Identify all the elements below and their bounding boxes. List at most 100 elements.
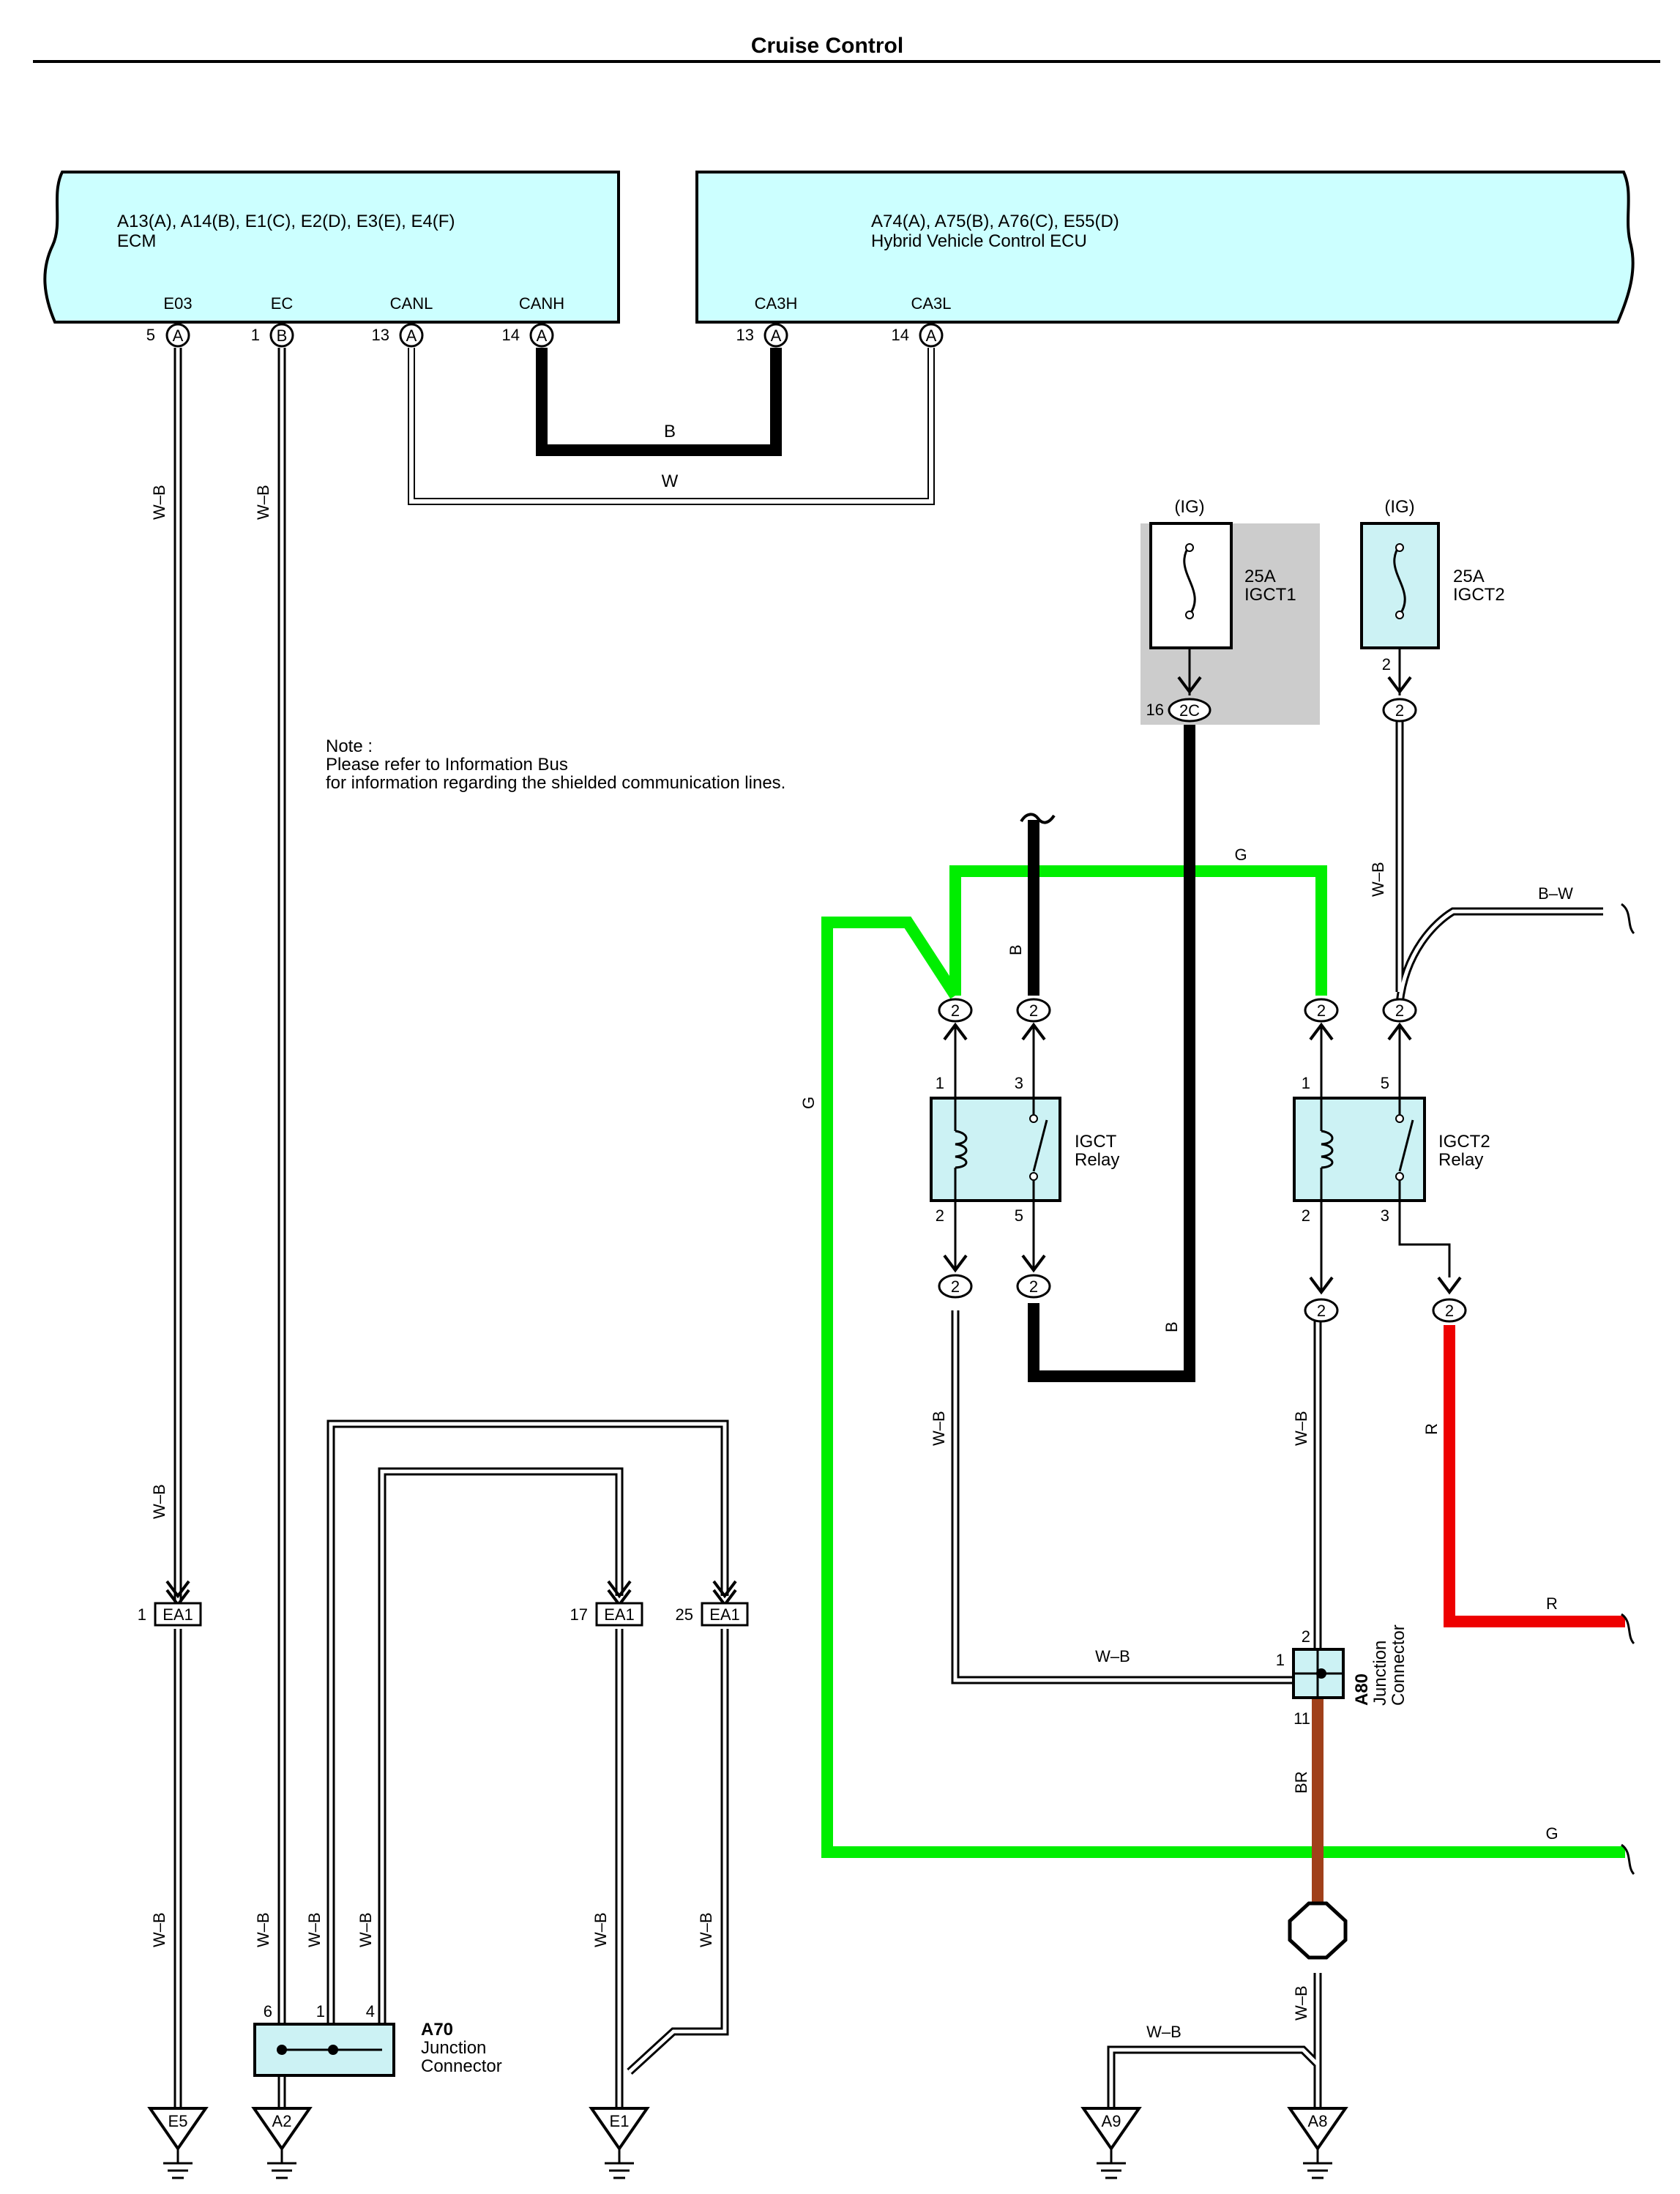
- can-high-label: B: [664, 422, 676, 441]
- ground-a2: A2: [251, 2107, 313, 2179]
- ground-a9: A9: [1080, 2107, 1142, 2179]
- conn-igct2-pin3-bottom: 2: [1432, 1276, 1467, 1323]
- conn-igct2-pin1-top: 2: [1304, 998, 1339, 1098]
- hv-ecu-pin-ca3h: CA3H: [755, 294, 798, 313]
- ecm-terminals: 5 A 1 B 13 A 14 A: [146, 323, 554, 348]
- svg-text:2: 2: [1395, 1001, 1404, 1020]
- svg-text:W–B: W–B: [697, 1912, 715, 1947]
- svg-text:EA1: EA1: [604, 1605, 635, 1624]
- svg-text:2C: 2C: [1179, 701, 1200, 720]
- svg-text:A: A: [771, 327, 782, 345]
- grounds: E5 A2 E1 A9: [147, 2107, 1348, 2179]
- hv-ecu-box: A74(A), A75(B), A76(C), E55(D) Hybrid Ve…: [695, 171, 1635, 324]
- svg-text:Relay: Relay: [1438, 1150, 1483, 1170]
- svg-text:1: 1: [251, 326, 260, 344]
- svg-text:13: 13: [372, 326, 389, 344]
- svg-text:2: 2: [1302, 1627, 1310, 1646]
- conn-igct-pin5-bottom: 2: [1016, 1201, 1051, 1299]
- can-wires: B W: [408, 348, 935, 505]
- conn-igct-pin2-bottom: 2: [938, 1201, 973, 1299]
- svg-text:25: 25: [676, 1605, 693, 1624]
- svg-text:1: 1: [1276, 1651, 1285, 1669]
- svg-text:IGCT2: IGCT2: [1453, 585, 1505, 605]
- svg-text:B: B: [1007, 944, 1025, 955]
- svg-text:2: 2: [951, 1001, 960, 1020]
- ecm-box: A13(A), A14(B), E1(C), E2(D), E3(E), E4(…: [43, 171, 620, 324]
- svg-text:16: 16: [1146, 701, 1164, 719]
- ground-a8: A8: [1287, 2107, 1348, 2179]
- svg-text:W–B: W–B: [150, 1912, 168, 1947]
- note: Note : Please refer to Information Bus f…: [326, 736, 785, 793]
- svg-text:14: 14: [502, 326, 520, 344]
- wire-labels: W–B W–B W–B W–B W–B W–B W–B W–B W–B W–B …: [150, 485, 1573, 2041]
- svg-text:25A: 25A: [1244, 567, 1276, 586]
- fuse-igct1: (IG) 25A IGCT1 16 2C: [1140, 497, 1320, 725]
- svg-text:B: B: [1162, 1321, 1181, 1332]
- svg-text:5: 5: [1381, 1074, 1389, 1092]
- svg-text:W–B: W–B: [1146, 2023, 1181, 2041]
- ground-e1: E1: [589, 2107, 650, 2179]
- svg-text:2: 2: [1445, 1302, 1454, 1320]
- svg-text:W–B: W–B: [1095, 1647, 1130, 1665]
- svg-text:14: 14: [892, 326, 909, 344]
- svg-text:2: 2: [1317, 1302, 1326, 1320]
- svg-text:R: R: [1546, 1594, 1558, 1613]
- svg-text:17: 17: [570, 1605, 588, 1624]
- svg-text:4: 4: [366, 2002, 375, 2021]
- svg-text:2: 2: [936, 1206, 944, 1225]
- svg-text:A2: A2: [272, 2112, 292, 2130]
- svg-text:2: 2: [1029, 1277, 1038, 1296]
- svg-text:(IG): (IG): [1384, 497, 1414, 517]
- svg-text:W–B: W–B: [930, 1411, 948, 1446]
- ground-e5: E5: [147, 2107, 209, 2179]
- ea1-pin-25: EA1 25: [676, 1580, 749, 1627]
- svg-text:W–B: W–B: [1369, 862, 1387, 897]
- svg-text:A: A: [926, 327, 937, 345]
- svg-text:W–B: W–B: [1292, 1411, 1310, 1446]
- can-low-label: W: [662, 471, 679, 491]
- ecm-pin-ec: EC: [271, 294, 294, 313]
- svg-text:11: 11: [1293, 1709, 1310, 1728]
- hv-ecu-pin-ca3l: CA3L: [911, 294, 951, 313]
- svg-text:Note :: Note :: [326, 736, 373, 756]
- page-title: Cruise Control: [751, 34, 903, 58]
- bw-wire-end: [1621, 903, 1635, 935]
- ecm-connectors: A13(A), A14(B), E1(C), E2(D), E3(E), E4(…: [117, 212, 455, 231]
- svg-text:E5: E5: [168, 2112, 188, 2130]
- svg-text:5: 5: [1015, 1206, 1023, 1225]
- a70-junction: 6 1 4 A70 Junction Connector: [253, 2002, 502, 2077]
- ecm-pin-e03: E03: [163, 294, 192, 313]
- svg-text:G: G: [799, 1097, 818, 1109]
- red-wire: [1444, 1325, 1625, 1627]
- svg-text:(IG): (IG): [1174, 497, 1204, 517]
- ea1-pin-1: EA1 1: [138, 1580, 202, 1627]
- svg-text:1: 1: [936, 1074, 944, 1092]
- svg-text:2: 2: [1317, 1001, 1326, 1020]
- svg-text:1: 1: [1302, 1074, 1310, 1092]
- wire-break-symbol: [1020, 813, 1056, 824]
- svg-text:2: 2: [951, 1277, 960, 1296]
- svg-text:A: A: [406, 327, 417, 345]
- svg-text:Junction: Junction: [421, 2038, 486, 2058]
- svg-text:2: 2: [1395, 701, 1404, 720]
- svg-text:B: B: [277, 327, 288, 345]
- svg-text:IGCT1: IGCT1: [1244, 585, 1296, 605]
- svg-text:for information regarding the: for information regarding the shielded c…: [326, 773, 785, 793]
- svg-text:A: A: [537, 327, 548, 345]
- fuse-igct2: (IG) 25A IGCT2 2 2: [1360, 497, 1505, 723]
- svg-text:3: 3: [1381, 1206, 1389, 1225]
- ecm-pin-canl: CANL: [390, 294, 433, 313]
- hv-ecu-connectors: A74(A), A75(B), A76(C), E55(D): [871, 212, 1119, 231]
- svg-text:G: G: [1234, 846, 1247, 864]
- svg-text:R: R: [1422, 1423, 1441, 1435]
- svg-text:E1: E1: [610, 2112, 630, 2130]
- svg-text:13: 13: [736, 326, 754, 344]
- svg-text:2: 2: [1382, 655, 1391, 674]
- svg-text:6: 6: [264, 2002, 272, 2021]
- svg-text:3: 3: [1015, 1074, 1023, 1092]
- svg-text:W–B: W–B: [254, 485, 272, 520]
- svg-text:EA1: EA1: [163, 1605, 193, 1624]
- svg-text:W–B: W–B: [591, 1912, 610, 1947]
- a80-junction: 2 1 11 A80 Junction Connector: [1276, 1624, 1408, 1728]
- svg-text:1: 1: [138, 1605, 146, 1624]
